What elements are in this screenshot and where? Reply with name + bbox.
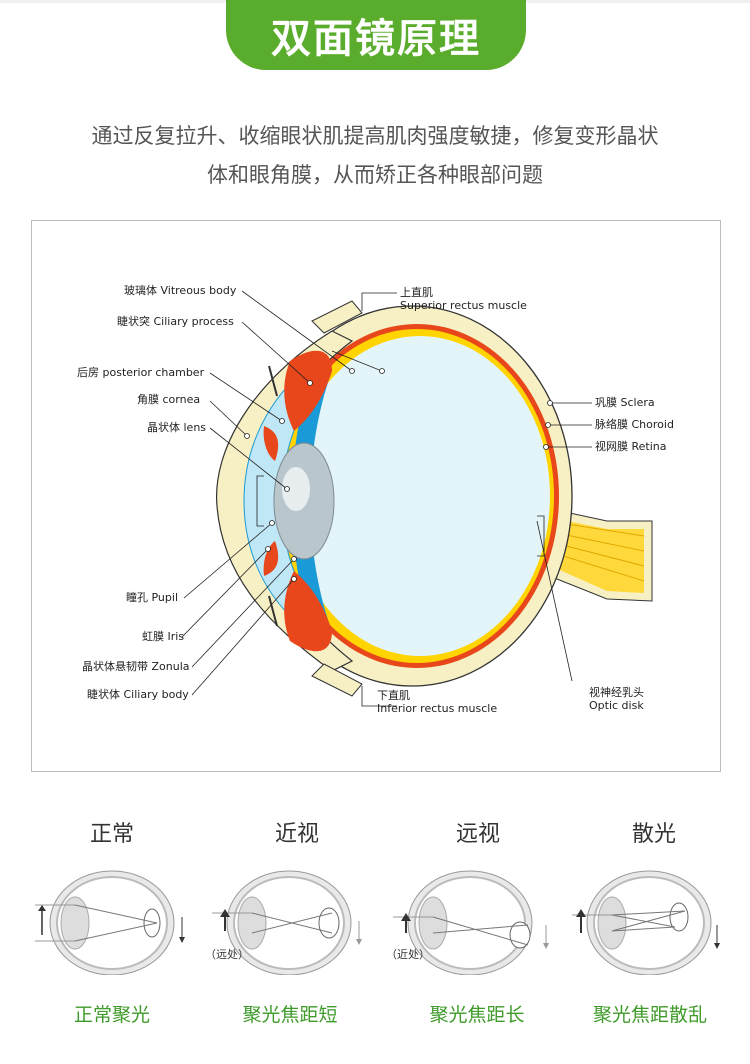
eye-cross-section: 玻璃体 Vitreous body 睫状突 Ciliary process 后房…: [77, 283, 674, 715]
eye-hyperopia-illustration: [393, 870, 549, 975]
leader-dots: [244, 368, 553, 582]
condition-tag-hyperopia: （近处）: [386, 948, 430, 961]
intro-line-2: 体和眼角膜，从而矫正各种眼部问题: [207, 163, 543, 187]
label-superior-cn: 上直肌: [400, 285, 433, 299]
condition-title-astigmatism: 散光: [631, 822, 676, 847]
superior-rectus-muscle: [311, 300, 363, 334]
title-banner: 双面镜原理: [226, 0, 526, 70]
label-zonula: 晶状体悬韧带 Zonula: [82, 659, 190, 673]
eye-astigmatism-illustration: [572, 870, 720, 975]
condition-caption-myopia: 聚光焦距短: [242, 1004, 338, 1026]
leader-lines: [181, 290, 592, 707]
inferior-rectus-muscle: [311, 663, 363, 697]
label-inferior-cn: 下直肌: [377, 688, 410, 702]
condition-title-hyperopia: 远视: [455, 822, 500, 847]
label-inferior-en: Inferior rectus muscle: [377, 702, 497, 715]
ciliary-body-lower: [284, 571, 332, 652]
condition-title-myopia: 近视: [274, 822, 319, 847]
vitreous-body: [290, 336, 550, 656]
condition-caption-normal: 正常聚光: [73, 1004, 150, 1026]
label-posterior-chamber: 后房 posterior chamber: [77, 366, 205, 379]
eyelid-mark-upper: [268, 365, 278, 397]
condition-title-normal: 正常: [89, 822, 134, 847]
label-lens: 晶状体 lens: [147, 420, 206, 434]
page-title: 双面镜原理: [271, 16, 481, 62]
label-cornea: 角膜 cornea: [137, 393, 200, 406]
label-retina: 视网膜 Retina: [595, 439, 667, 453]
label-pupil: 瞳孔 Pupil: [126, 590, 178, 604]
eye-anatomy-diagram: 玻璃体 Vitreous body 睫状突 Ciliary process 后房…: [31, 220, 721, 772]
lens-highlight: [282, 467, 310, 511]
label-choroid: 脉络膜 Choroid: [595, 417, 674, 431]
label-ciliary-process: 睫状突 Ciliary process: [117, 314, 234, 328]
label-sclera: 巩膜 Sclera: [595, 396, 655, 409]
label-vitreous: 玻璃体 Vitreous body: [124, 283, 237, 297]
condition-caption-astigmatism: 聚光焦距散乱: [592, 1004, 707, 1026]
label-optic-en: Optic disk: [589, 699, 644, 712]
aqueous-humor: [292, 361, 332, 639]
condition-caption-hyperopia: 聚光焦距长: [429, 1004, 525, 1026]
intro-line-1: 通过反复拉升、收缩眼状肌提高肌肉强度敏捷，修复变形晶状: [91, 124, 659, 148]
label-iris: 虹膜 Iris: [142, 630, 184, 643]
eye-myopia-illustration: [212, 870, 362, 975]
eye-normal-illustration: [35, 870, 185, 975]
iris-lower: [263, 541, 279, 576]
iris-upper: [263, 426, 279, 461]
label-superior-en: Superior rectus muscle: [400, 299, 527, 312]
label-optic-cn: 视神经乳头: [589, 685, 644, 699]
label-ciliary-body: 睫状体 Ciliary body: [87, 687, 189, 701]
condition-tag-myopia: （远处）: [205, 948, 249, 961]
eyelid-mark-lower: [268, 595, 278, 627]
